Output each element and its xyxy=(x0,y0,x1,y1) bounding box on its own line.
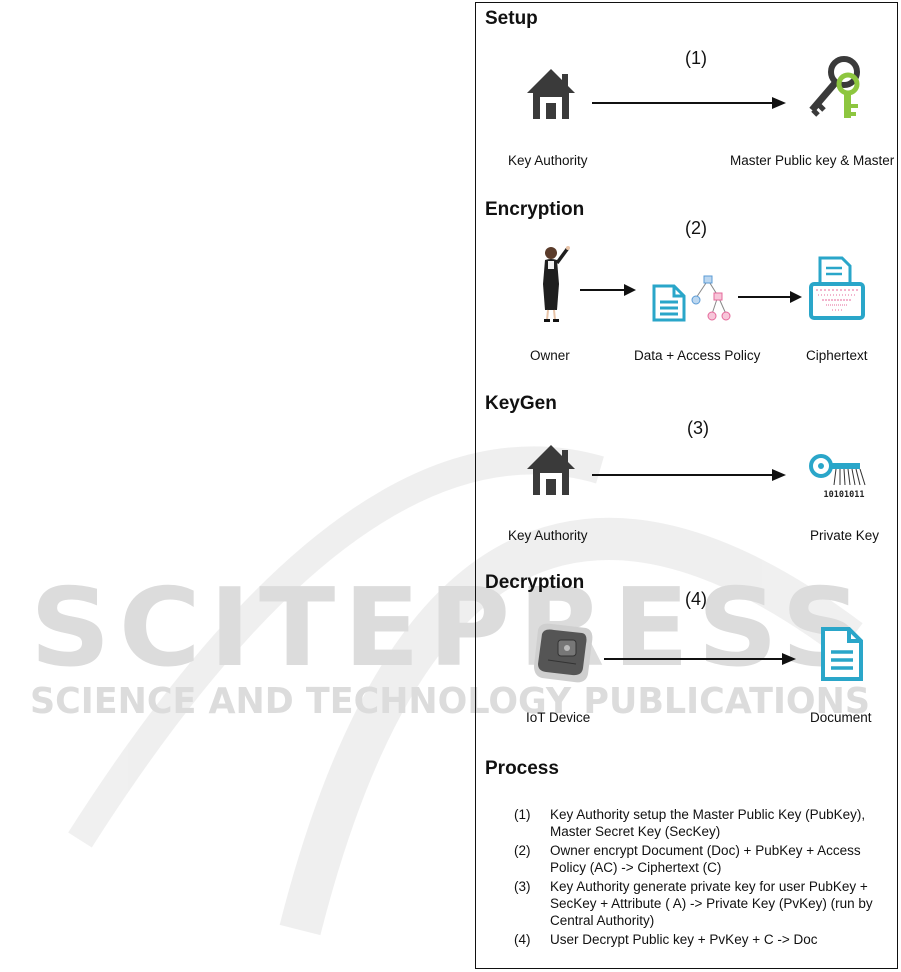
encryption-arrow-1 xyxy=(580,284,636,296)
decryption-to-label: Document xyxy=(810,710,872,725)
private-key-bits: 10101011 xyxy=(824,490,865,500)
setup-title: Setup xyxy=(485,8,538,29)
process-title: Process xyxy=(485,758,559,779)
decryption-from-label: IoT Device xyxy=(526,710,591,725)
ciphertext-icon xyxy=(808,256,866,322)
access-policy-tree-icon xyxy=(688,272,732,322)
process-item: (2) Owner encrypt Document (Doc) + PubKe… xyxy=(514,842,894,876)
process-item-text: Owner encrypt Document (Doc) + PubKey + … xyxy=(550,843,861,875)
private-key-icon: 10101011 xyxy=(808,452,870,500)
setup-arrow xyxy=(592,97,786,109)
process-item-number: (2) xyxy=(514,843,531,858)
home-icon xyxy=(524,66,578,122)
master-keys-icon xyxy=(804,54,862,122)
iot-device-icon xyxy=(528,620,602,688)
encryption-from-label: Owner xyxy=(530,348,570,363)
process-item-number: (3) xyxy=(514,879,531,894)
keygen-step: (3) xyxy=(687,418,709,438)
setup-step: (1) xyxy=(685,48,707,68)
process-item-number: (4) xyxy=(514,932,531,947)
encryption-to-label: Ciphertext xyxy=(806,348,868,363)
encryption-arrow-2 xyxy=(738,291,802,303)
setup-to-label: Master Public key & Master xyxy=(730,153,895,168)
process-item-text: Key Authority setup the Master Public Ke… xyxy=(550,807,866,839)
decryption-step: (4) xyxy=(685,589,707,609)
encryption-middle-label: Data + Access Policy xyxy=(634,348,761,363)
process-item: (4) User Decrypt Public key + PvKey + C … xyxy=(514,931,894,948)
decryption-title: Decryption xyxy=(485,572,585,593)
process-list: (1) Key Authority setup the Master Publi… xyxy=(514,806,894,950)
process-item-text: User Decrypt Public key + PvKey + C -> D… xyxy=(550,932,818,947)
keygen-from-label: Key Authority xyxy=(508,528,588,543)
process-item: (1) Key Authority setup the Master Publi… xyxy=(514,806,894,840)
process-item: (3) Key Authority generate private key f… xyxy=(514,878,894,929)
owner-person-icon xyxy=(538,244,572,322)
diagram-panel xyxy=(475,2,898,969)
process-item-text: Key Authority generate private key for u… xyxy=(550,879,873,928)
data-document-icon xyxy=(652,284,686,322)
encryption-title: Encryption xyxy=(485,199,585,220)
decryption-arrow xyxy=(604,653,796,665)
keygen-title: KeyGen xyxy=(485,393,557,414)
encryption-step: (2) xyxy=(685,218,707,238)
keygen-arrow xyxy=(592,469,786,481)
setup-from-label: Key Authority xyxy=(508,153,588,168)
home-icon xyxy=(524,442,578,498)
process-item-number: (1) xyxy=(514,807,531,822)
keygen-to-label: Private Key xyxy=(810,528,880,543)
document-icon xyxy=(820,626,864,682)
